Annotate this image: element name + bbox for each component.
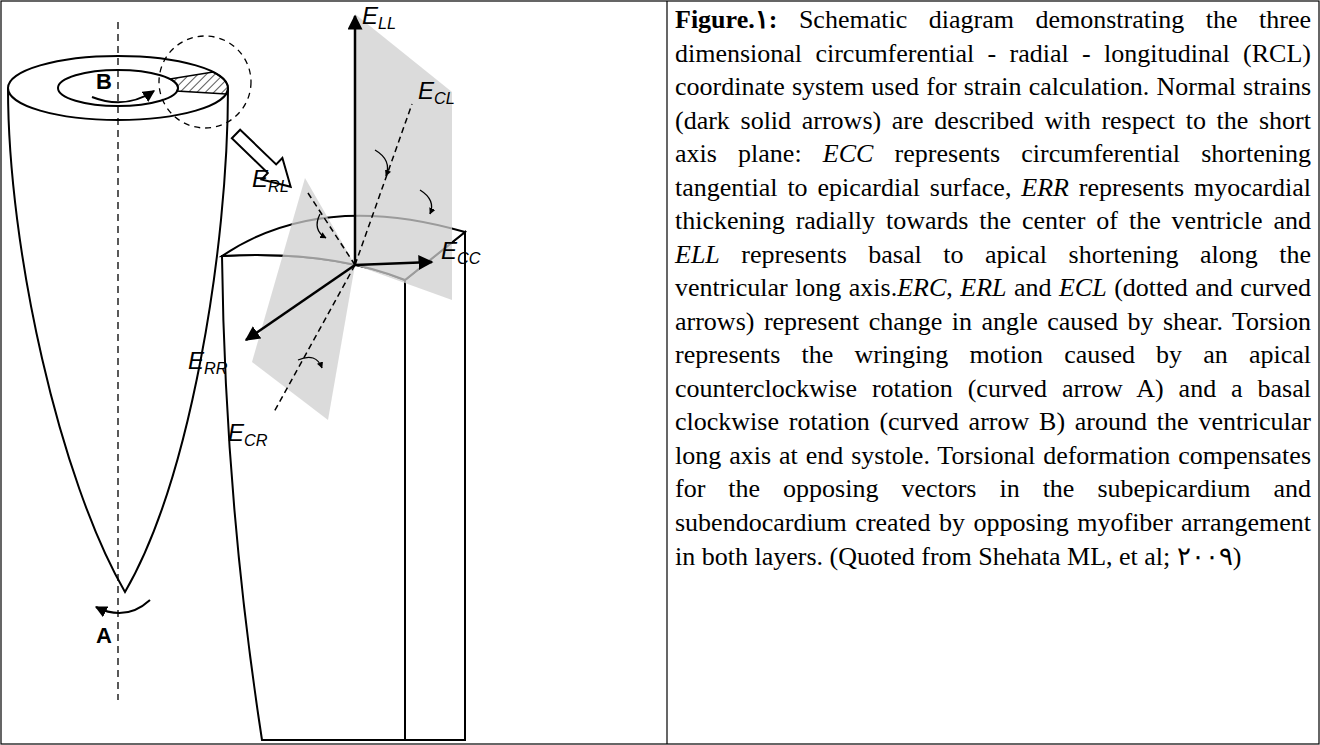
strain-planes xyxy=(252,14,452,420)
strain-label: ERR xyxy=(188,348,228,378)
strain-label: ECC xyxy=(441,238,481,268)
strain-label: ERL xyxy=(252,166,289,196)
strain-label: ELL xyxy=(362,3,396,33)
rotation-label: A xyxy=(96,624,112,648)
rotation-label: B xyxy=(96,70,112,94)
strain-label: ECR xyxy=(228,420,268,450)
zoom-arrow xyxy=(226,123,302,197)
figure-caption: Figure.١: Schematic diagram demonstratin… xyxy=(675,3,1311,573)
ventricle xyxy=(8,22,251,700)
strain-arrows xyxy=(246,16,432,412)
strain-label: ECL xyxy=(418,78,455,108)
